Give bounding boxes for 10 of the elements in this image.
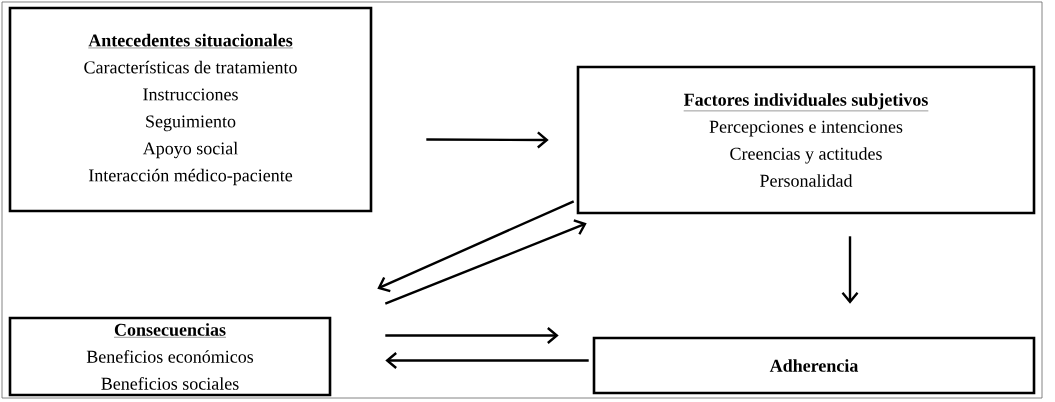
- text-box: Factores individuales subjetivos Percepciones e intenciones Creencias y actitudes Personalidad: [576, 65, 1036, 215]
- arrow: [377, 200, 575, 293]
- arrow: [385, 352, 589, 369]
- arrow: [426, 131, 549, 149]
- arrow: [385, 327, 559, 344]
- arrow: [384, 219, 587, 305]
- text-box: Consecuencias Beneficios económicos Beneficios sociales: [8, 316, 332, 397]
- text-box: Antecedentes situacionales Características de tratamiento Instrucciones Seguimiento Apoyo social Interacción médico-paciente: [8, 6, 373, 213]
- arrow: [841, 236, 859, 304]
- text-box: Adherencia: [592, 336, 1036, 395]
